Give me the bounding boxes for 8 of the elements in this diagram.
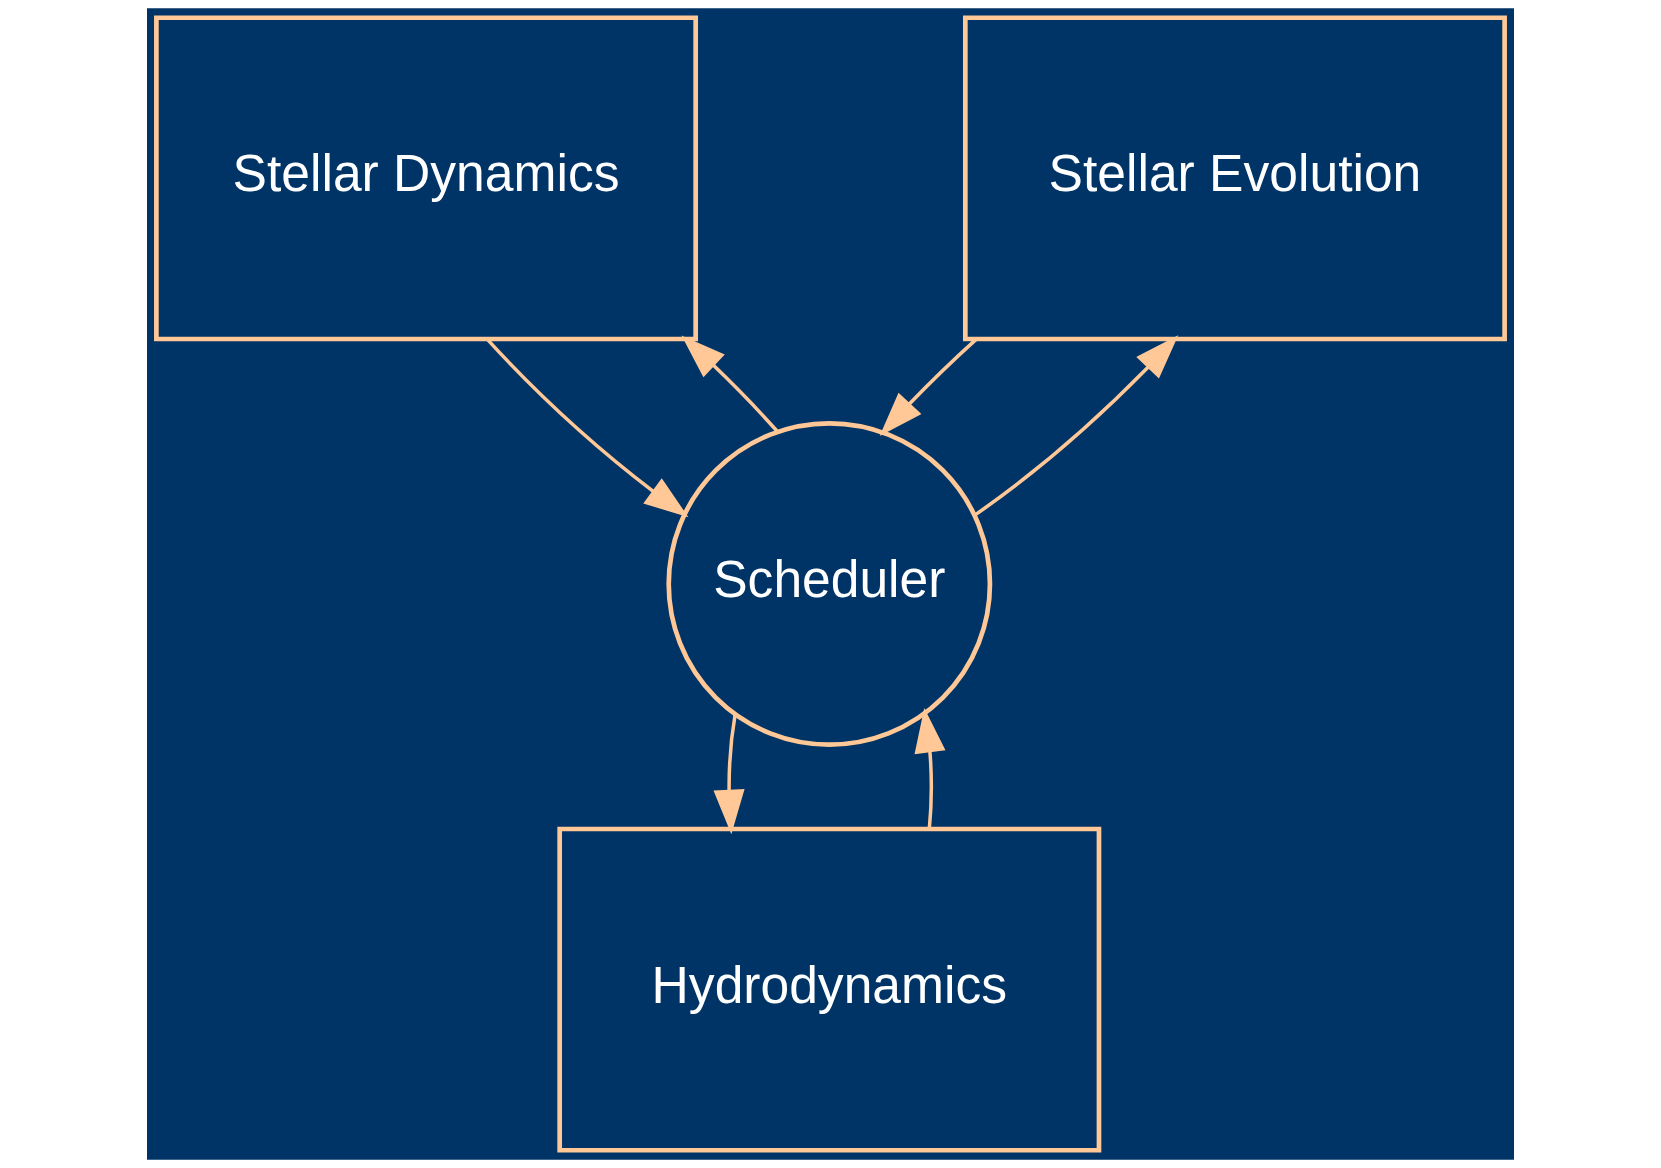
node-circle: Scheduler [666,421,993,747]
node-box: Stellar Dynamics [154,15,699,342]
node-box: Hydrodynamics [557,826,1102,1153]
arrow [914,707,946,829]
node-box: Stellar Evolution [962,15,1507,342]
arrow [681,335,779,433]
arrow [713,714,745,835]
arrow [973,335,1179,517]
